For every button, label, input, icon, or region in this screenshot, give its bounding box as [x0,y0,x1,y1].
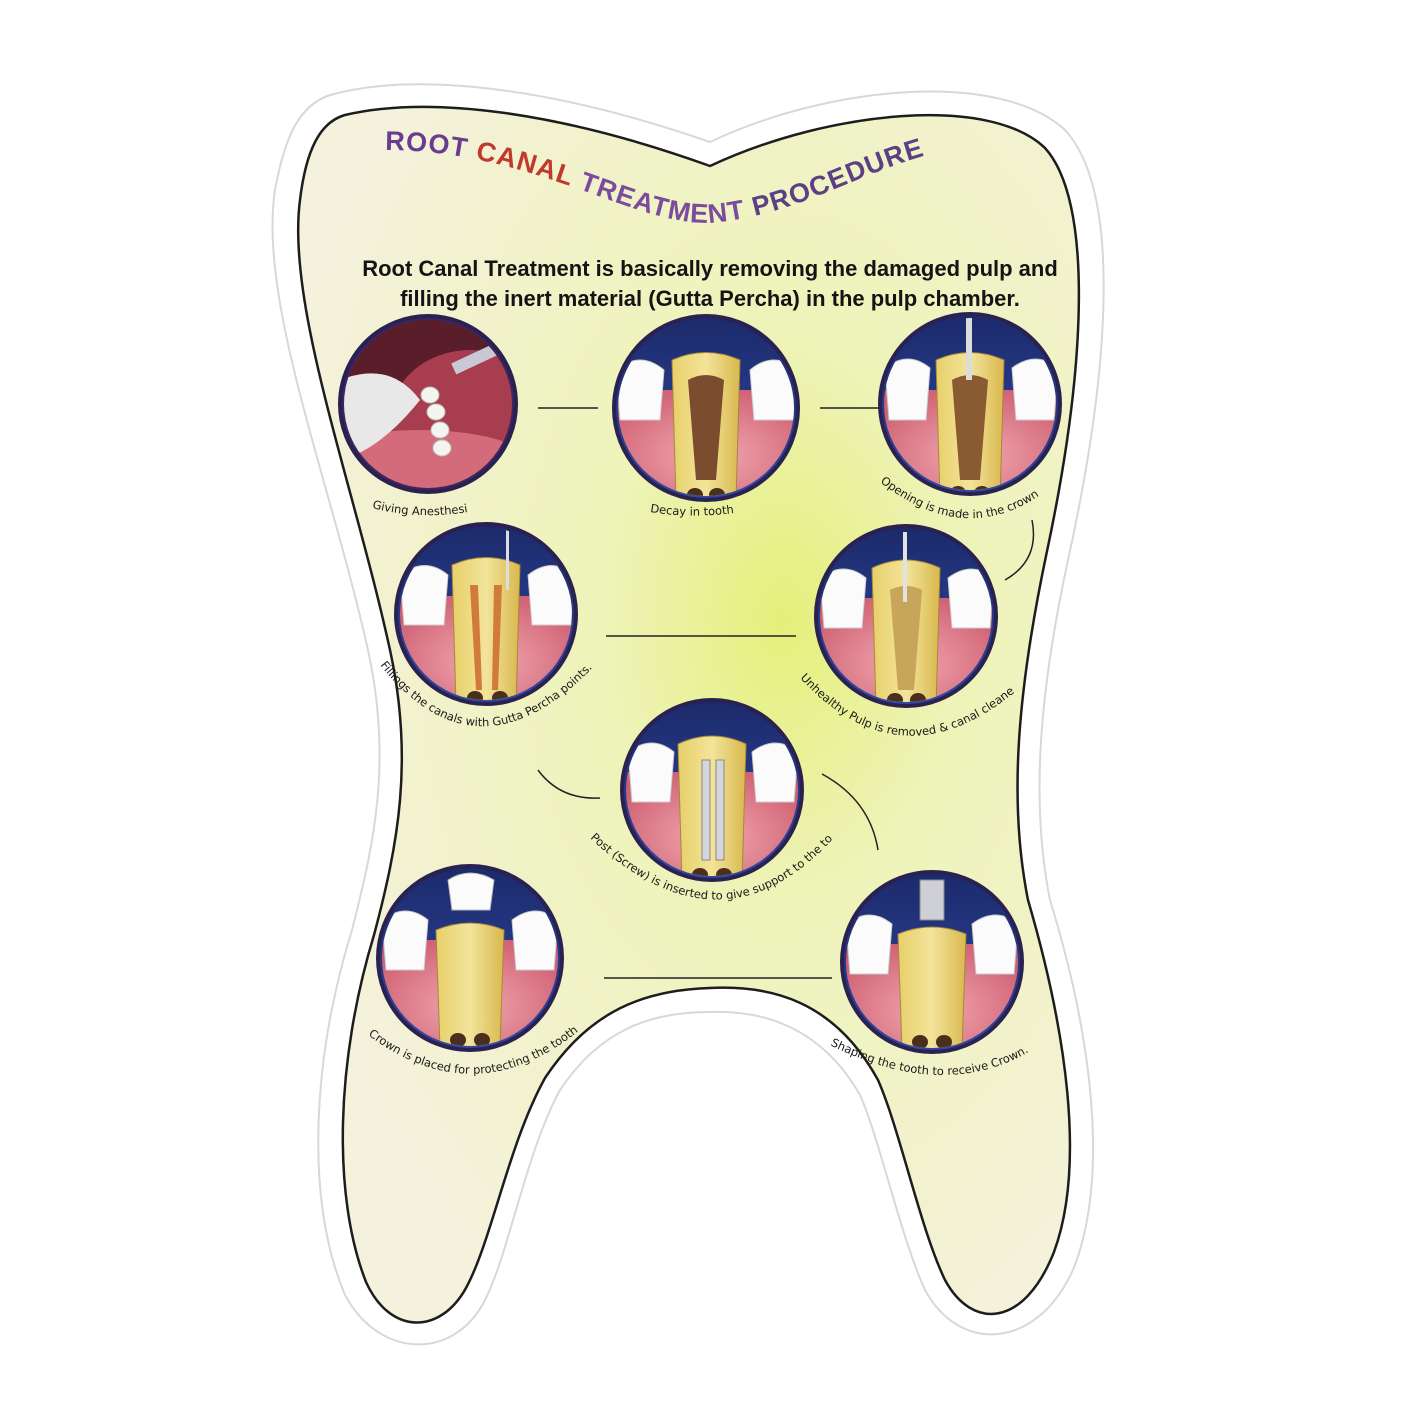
intro-text: Root Canal Treatment is basically removi… [300,254,1120,314]
intro-line-2: filling the inert material (Gutta Percha… [400,286,1020,311]
connector-lines [537,407,1035,979]
caption-decay: Decay in tooth [650,501,735,518]
intro-line-1: Root Canal Treatment is basically removi… [362,256,1058,281]
step-shaping: Shaping the tooth to receive Crown. [829,870,1030,1078]
step-decay: Decay in tooth [612,314,800,519]
